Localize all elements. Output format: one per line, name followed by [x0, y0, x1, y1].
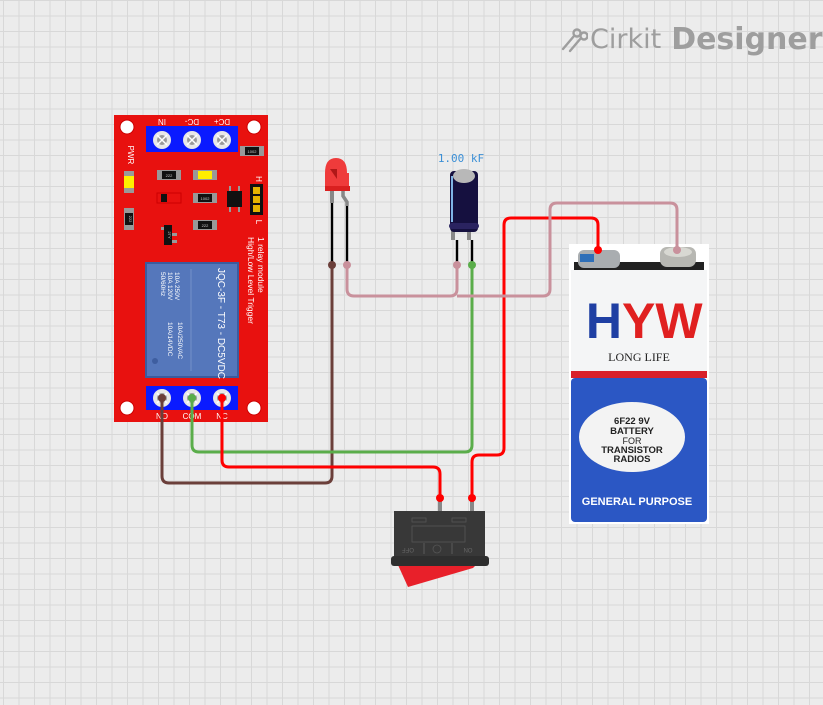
mounting-hole [119, 400, 135, 416]
battery-brand-yw: YW [622, 293, 703, 349]
endpoint-battery-positive[interactable] [594, 246, 602, 254]
svg-text:BATTERY: BATTERY [610, 426, 654, 437]
svg-text:TRANSISTOR: TRANSISTOR [601, 445, 663, 456]
svg-text:1002: 1002 [248, 149, 258, 154]
switch-on-label: ON [464, 546, 473, 552]
module-subtitle: High/Low Level Trigger [246, 237, 256, 324]
endpoint-cap-negative[interactable] [453, 261, 461, 269]
relay-body [145, 262, 239, 378]
battery-9v[interactable]: H YW LONG LIFE 6F22 9V BATTERY FOR TRANS… [569, 244, 709, 524]
endpoint-led-anode[interactable] [343, 261, 351, 269]
endpoint-led-cathode[interactable] [328, 261, 336, 269]
svg-text:222: 222 [202, 223, 209, 228]
wire-pink-led-cap[interactable] [345, 265, 459, 298]
endpoint-switch-on[interactable] [468, 494, 476, 502]
svg-text:50/60Hz: 50/60Hz [159, 272, 166, 296]
wires [160, 201, 679, 497]
jumper-label-low: L [254, 220, 263, 225]
switch-body [394, 511, 485, 558]
wire-red-nc-switch[interactable] [220, 398, 442, 497]
rocker-paddle[interactable] [398, 565, 476, 587]
wire-pink-battery[interactable] [457, 201, 679, 298]
battery-brand-h: H [586, 293, 622, 349]
svg-text:FOR: FOR [623, 436, 642, 446]
pin-label-dc-plus: DC+ [214, 117, 231, 126]
pin-in[interactable] [153, 131, 171, 149]
endpoint-switch-off[interactable] [436, 494, 444, 502]
pin-label-dc-minus: DC- [185, 117, 200, 126]
wire-endpoints [158, 246, 681, 502]
cirkit-logo: Cirkit Designer [560, 22, 823, 57]
wire-green[interactable] [190, 265, 474, 454]
wire-brown[interactable] [160, 265, 334, 485]
svg-text:1002: 1002 [201, 196, 211, 201]
battery-label-oval [579, 402, 685, 472]
endpoint-battery-negative[interactable] [673, 246, 681, 254]
svg-text:RADIOS: RADIOS [614, 454, 651, 465]
endpoint-relay-no[interactable] [158, 394, 166, 402]
battery-footer: GENERAL PURPOSE [582, 496, 692, 508]
relay-model-label: JQC-3F - T73 - DC5VDC [215, 268, 226, 379]
brand-name: Cirkit [590, 24, 662, 55]
rocker-switch[interactable]: OFF ON [391, 497, 489, 587]
pin-dc-minus[interactable] [183, 131, 201, 149]
diode-smd [156, 192, 182, 204]
pwr-label: PWR [126, 146, 135, 165]
switch-off-label: OFF [402, 546, 414, 552]
endpoint-relay-nc[interactable] [218, 394, 226, 402]
relay-module[interactable]: IN DC- DC+ PWR 222 222 1002 222 2TY 1002 [114, 115, 268, 422]
module-title: 1 relay module [256, 237, 266, 293]
product-name: Designer [671, 22, 823, 57]
jumper-label-high: H [254, 176, 263, 182]
svg-text:222: 222 [166, 173, 173, 178]
endpoint-cap-positive[interactable] [468, 261, 476, 269]
svg-text:2TY: 2TY [167, 231, 172, 239]
wire-red-switch-battery[interactable] [470, 216, 600, 497]
svg-text:222: 222 [128, 216, 133, 223]
battery-tagline: LONG LIFE [608, 350, 670, 364]
capacitor-value-label[interactable]: 1.00 kF [438, 152, 484, 165]
cirkit-logo-icon [561, 27, 588, 52]
capacitor-electrolytic[interactable]: 1.00 kF [438, 152, 484, 265]
svg-text:10A 250V: 10A 250V [173, 272, 180, 301]
svg-text:10A 120V: 10A 120V [166, 272, 173, 301]
optocoupler [227, 191, 242, 207]
led-red[interactable] [325, 158, 350, 265]
pin-label-in: IN [158, 117, 166, 126]
svg-text:10A/14VDC: 10A/14VDC [166, 322, 173, 357]
transistor-smd [164, 225, 172, 245]
mounting-hole [246, 400, 262, 416]
svg-text:10A/250VAC: 10A/250VAC [176, 322, 183, 359]
mounting-hole [119, 119, 135, 135]
mounting-hole [246, 119, 262, 135]
svg-text:6F22 9V: 6F22 9V [614, 416, 651, 427]
endpoint-relay-com[interactable] [188, 394, 196, 402]
capacitor-body [450, 171, 478, 232]
pin-dc-plus[interactable] [213, 131, 231, 149]
